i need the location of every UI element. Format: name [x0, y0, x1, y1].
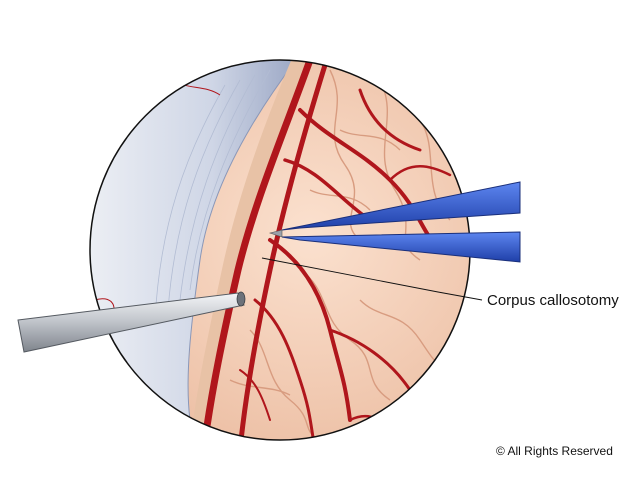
callout-leader: [261, 257, 483, 301]
dura-flap: [90, 60, 301, 440]
copyright-notice: © All Rights Reserved: [496, 444, 613, 458]
suction-tube-icon: [17, 291, 246, 353]
blood-vessels: [201, 60, 461, 440]
surgical-field: [90, 60, 470, 440]
interhemispheric-cleft: [192, 60, 308, 431]
bipolar-forceps-icon: [268, 181, 521, 263]
callout-label: Corpus callosotomy: [487, 292, 619, 309]
dura-striations: [154, 69, 271, 321]
